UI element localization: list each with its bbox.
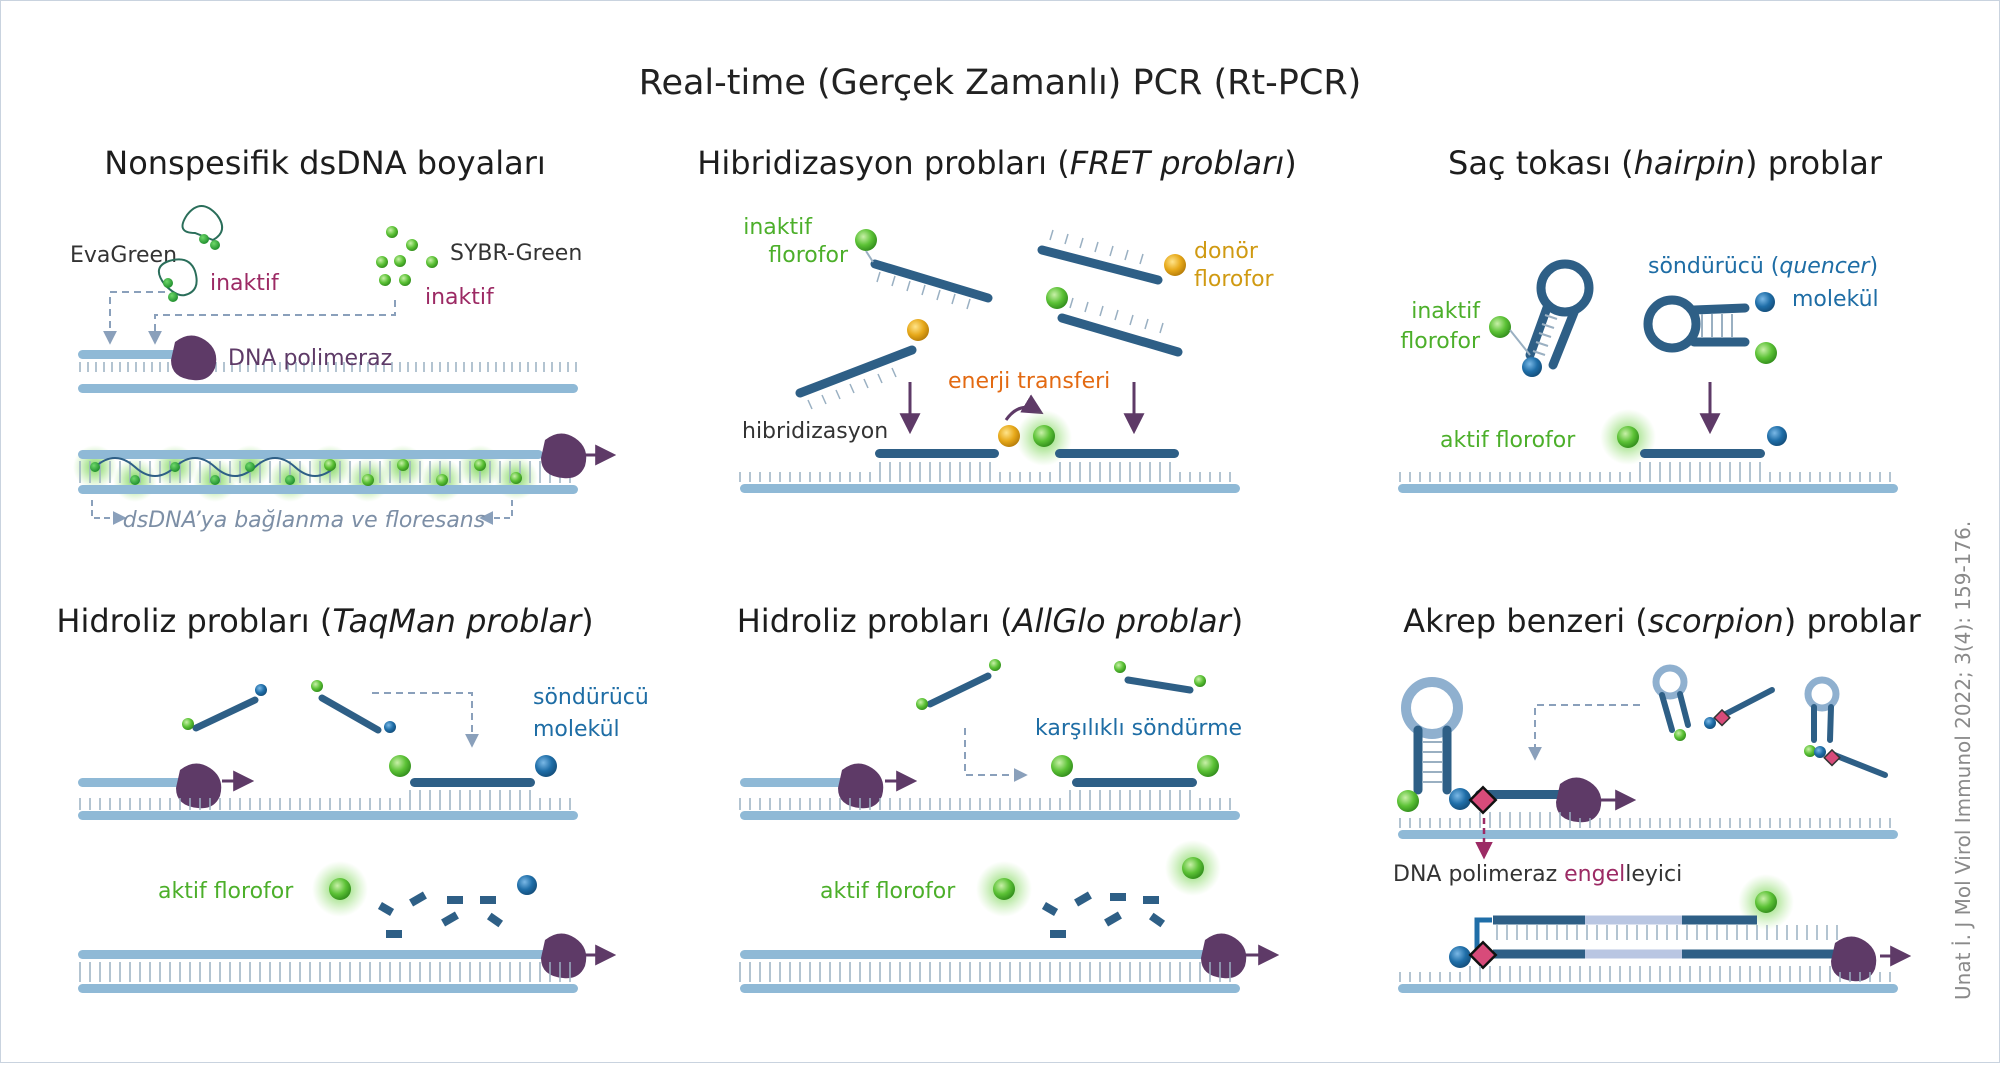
dna-template-taqman-1 [78, 755, 578, 820]
panel-scorpion-probes: Akrep benzeri (scorpion) problar [1393, 602, 1922, 993]
hybridization-label: hibridizasyon [742, 419, 888, 444]
panel-fret-probes: Hibridizasyon probları (FRET probları) i… [697, 144, 1297, 493]
dna-template-hairpin [1398, 409, 1898, 493]
active-fluor-label: aktif florofor [1440, 428, 1576, 453]
evagreen-dye [158, 205, 224, 302]
dna-template-scorpion-2 [1398, 874, 1912, 993]
probe-free [1037, 229, 1186, 285]
probe-free [1046, 287, 1183, 357]
panel-taqman-probes: Hidroliz probları (TaqMan problar) söndü… [56, 602, 649, 993]
polymerase-label: DNA polimeraz [228, 346, 392, 371]
panel-title: Hidroliz probları (AllGlo problar) [737, 602, 1244, 640]
scorpion-probe-free [1804, 676, 1888, 778]
energy-transfer-label: enerji transferi [948, 369, 1110, 394]
scorpion-probe-free [1652, 664, 1775, 741]
inactive-label-2: inaktif [425, 285, 495, 310]
probe-free [182, 680, 396, 734]
probe-free [795, 319, 929, 410]
binding-label: dsDNA’ya bağlanma ve floresans [123, 508, 485, 533]
active-fluor-label: aktif florofor [158, 879, 294, 904]
active-fluor-label: aktif florofor [820, 879, 956, 904]
cleaved-probe [312, 861, 537, 938]
panel-allglo-probes: Hidroliz probları (AllGlo problar) karşı… [737, 602, 1280, 993]
sybr-label: SYBR-Green [450, 241, 582, 266]
dna-template-scorpion-1 [1398, 812, 1898, 839]
dna-fluorescent [73, 433, 617, 502]
evagreen-label: EvaGreen [70, 243, 177, 268]
probe-free [916, 659, 1206, 710]
sybr-green-dye [376, 226, 438, 286]
scorpion-probe-bound [1397, 677, 1637, 823]
panel-title: Hidroliz probları (TaqMan problar) [56, 602, 593, 640]
dna-template-allglo-1 [739, 755, 1240, 820]
blocker-label: DNA polimeraz engelleyici [1393, 862, 1682, 887]
dna-template-taqman-2 [78, 933, 617, 993]
figure-title: Real-time (Gerçek Zamanlı) PCR (Rt-PCR) [639, 63, 1362, 103]
molecule-label: molekül [1792, 287, 1879, 312]
dna-template-fret [739, 410, 1240, 493]
citation: Unat İ. J Mol Virol Immunol 2022; 3(4): … [1951, 521, 1975, 1000]
hairpin-probe-2 [1643, 292, 1777, 364]
panel-title: Akrep benzeri (scorpion) problar [1403, 602, 1921, 640]
cleaved-probe [976, 840, 1221, 938]
panel-title: Nonspesifik dsDNA boyaları [104, 144, 546, 182]
panel-title: Saç tokası (hairpin) problar [1448, 144, 1883, 182]
quencher-label: söndürücü (quencer) [1648, 254, 1878, 279]
probe-free [855, 229, 993, 310]
panel-title: Hibridizasyon probları (FRET probları) [697, 144, 1296, 182]
mutual-quenching-label: karşılıklı söndürme [1035, 716, 1242, 741]
dna-template-allglo-2 [739, 933, 1280, 993]
panel-hairpin-probes: Saç tokası (hairpin) problar söndürücü (… [1398, 144, 1898, 493]
inactive-label-1: inaktif [210, 271, 280, 296]
dna-template-1 [78, 335, 578, 393]
panel-dsdna-dyes: Nonspesifik dsDNA boyaları EvaGreen SYBR… [70, 144, 617, 533]
hairpin-probe-1 [1489, 259, 1594, 377]
